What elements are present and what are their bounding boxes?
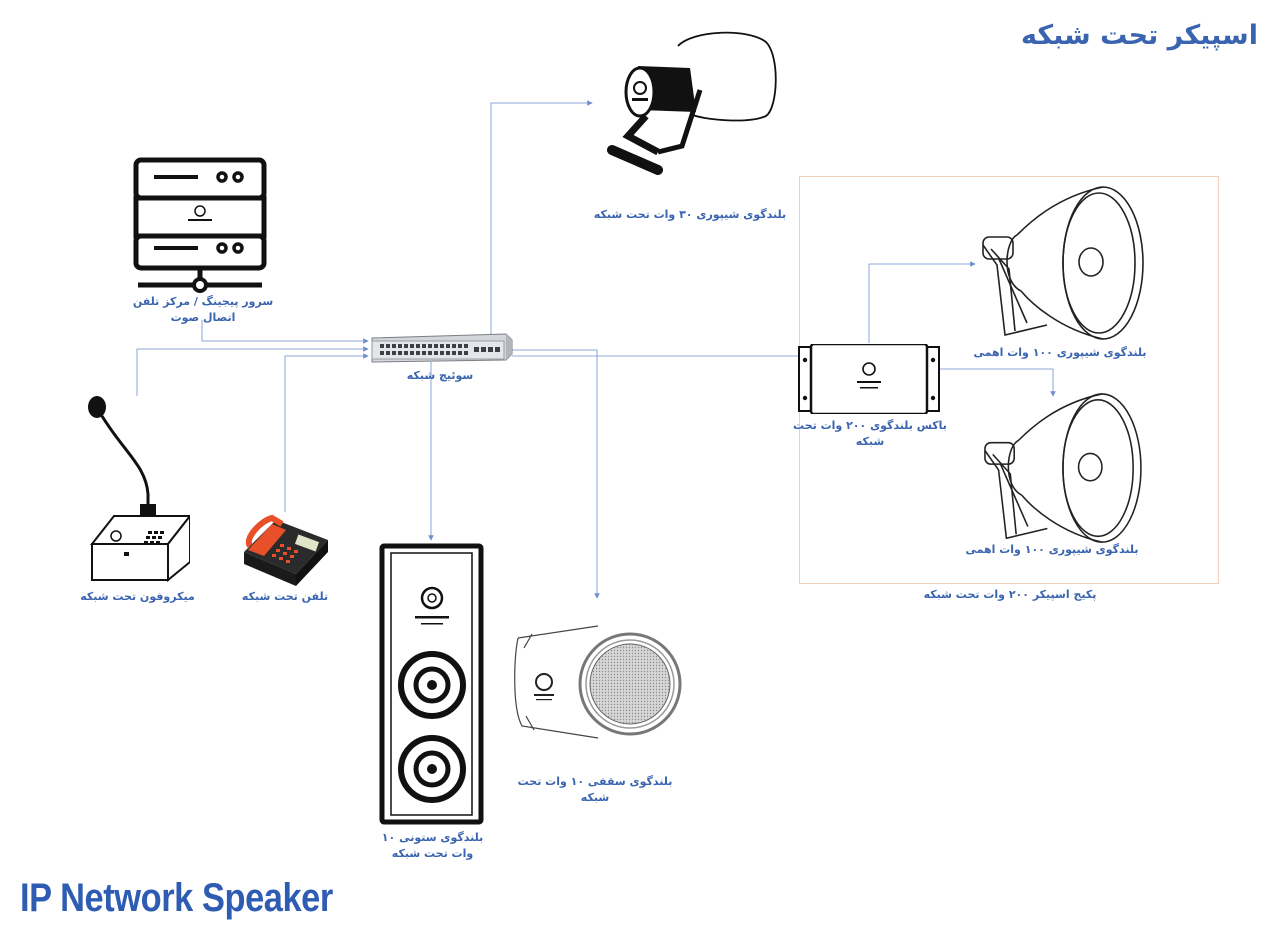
server-icon [133, 157, 267, 293]
switch-icon [371, 333, 513, 363]
page-title-fa: اسپیکر تحت شبکه [1021, 20, 1258, 51]
wire-box-horn-top [868, 261, 976, 343]
wire-server-switch [201, 320, 369, 344]
column-speaker-icon [379, 543, 484, 825]
horn30-label: بلندگوی شیپوری ۳۰ وات تحت شبکه [593, 208, 787, 221]
page-title-en: IP Network Speaker [20, 876, 333, 920]
package-label: پکیج اسپیکر ۲۰۰ وات تحت شبکه [923, 588, 1097, 601]
wire-mic-switch [136, 346, 369, 396]
horn100-top-label: بلندگوی شیپوری ۱۰۰ وات اهمی [973, 346, 1147, 359]
wire-switch-ceiling [512, 349, 600, 599]
ip-phone-icon [244, 514, 328, 586]
column-label: بلندگوی ستونی ۱۰ وات تحت شبکه [381, 831, 484, 860]
microphone-label: میکروفون تحت شبکه [80, 590, 195, 603]
microphone-icon [88, 396, 190, 583]
switch-label: سوئیچ شبکه [406, 369, 474, 382]
server-label: سرور پیجینگ / مرکز تلفن اتصال صوت [132, 295, 274, 324]
ceiling-speaker-icon [514, 625, 682, 739]
horn-speaker-30w-icon [607, 31, 777, 175]
horn-speaker-100w-icon [984, 393, 1142, 543]
ceiling-label: بلندگوی سقفی ۱۰ وات تحت شبکه [517, 775, 673, 804]
wire-phone-switch [284, 353, 369, 512]
horn-speaker-100w-icon [982, 186, 1144, 340]
wire-box-horn-bottom [938, 368, 1056, 397]
phone-label: تلفن تحت شبکه [241, 590, 329, 603]
box-label: باکس بلندگوی ۲۰۰ وات تحت شبکه [793, 419, 947, 448]
wire-switch-horn30 [490, 100, 593, 334]
horn100-bottom-label: بلندگوی شیپوری ۱۰۰ وات اهمی [965, 543, 1139, 556]
speaker-box-icon [798, 344, 940, 414]
